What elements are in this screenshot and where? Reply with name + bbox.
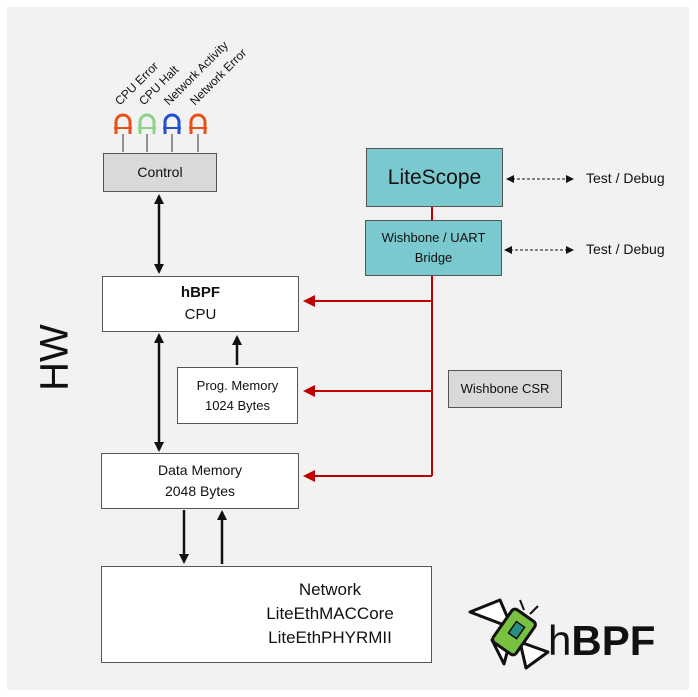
- prog-memory-line1: Prog. Memory: [196, 377, 279, 393]
- led-network-activity-icon: [163, 113, 181, 134]
- network-block: [101, 566, 432, 663]
- hw-label: HW: [32, 324, 77, 391]
- data-memory-line1: Data Memory: [157, 462, 243, 478]
- hbpf-logo-text: hBPF: [548, 617, 655, 665]
- led-cpu-halt-icon: [138, 113, 156, 134]
- network-line2: LiteEthMACCore: [266, 604, 394, 623]
- network-text: Network LiteEthMACCore LiteEthPHYRMII: [245, 578, 415, 650]
- network-line1: Network: [298, 580, 362, 599]
- led-network-error-icon: [189, 113, 207, 134]
- network-line3: LiteEthPHYRMII: [268, 628, 392, 647]
- control-label: Control: [137, 164, 183, 180]
- hbpf-bee-logo-icon: [468, 598, 550, 670]
- cpu-title: hBPF: [180, 284, 221, 301]
- hbpf-cpu-block: hBPF CPU: [102, 276, 299, 332]
- litescope-label: LiteScope: [387, 165, 482, 189]
- wishbone-csr-block: Wishbone CSR: [448, 370, 562, 408]
- test-debug-label-1: Test / Debug: [586, 170, 665, 186]
- wishbone-csr-label: Wishbone CSR: [460, 381, 550, 396]
- prog-memory-block: Prog. Memory 1024 Bytes: [177, 367, 298, 424]
- logo-prefix: h: [548, 617, 572, 664]
- prog-memory-line2: 1024 Bytes: [204, 397, 271, 413]
- logo-bold: BPF: [571, 617, 656, 664]
- data-memory-line2: 2048 Bytes: [164, 483, 236, 499]
- test-debug-label-2: Test / Debug: [586, 241, 665, 257]
- bridge-line2: Bridge: [414, 250, 453, 265]
- led-legs: [122, 134, 199, 152]
- wishbone-uart-bridge-block: Wishbone / UART Bridge: [365, 220, 502, 276]
- wishbone-bus: [303, 206, 433, 482]
- data-memory-block: Data Memory 2048 Bytes: [101, 453, 299, 509]
- cpu-subtitle: CPU: [184, 306, 217, 323]
- litescope-block: LiteScope: [366, 148, 503, 207]
- control-block: Control: [103, 153, 217, 192]
- led-cpu-error-icon: [114, 113, 132, 134]
- bridge-line1: Wishbone / UART: [381, 230, 486, 245]
